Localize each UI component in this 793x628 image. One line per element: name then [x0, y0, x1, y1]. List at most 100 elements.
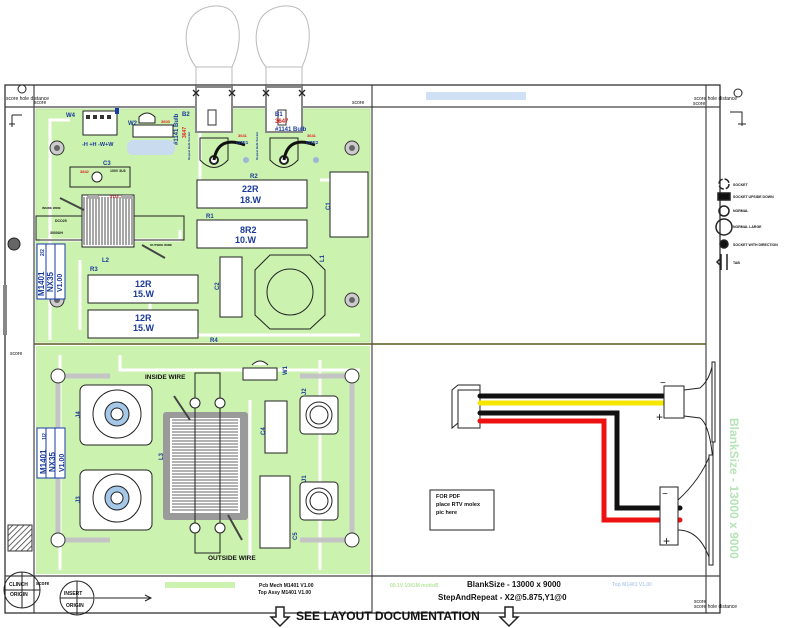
c4-ref: C4 — [261, 427, 267, 435]
r2-ref: R2 — [250, 174, 258, 180]
l2-outside-wire: OUTSIDE WIRE — [150, 243, 172, 247]
capacitor-c1 — [329, 171, 369, 238]
outside-wire-label: OUTSIDE WIRE — [208, 555, 256, 562]
molex-connector — [451, 384, 481, 430]
connector-w2 — [127, 112, 175, 155]
panel-frame — [4, 84, 721, 614]
r4-value: 12R — [135, 313, 152, 323]
id-block-top — [36, 243, 66, 300]
r2-value: 22R — [242, 184, 259, 194]
wire-harness — [477, 393, 683, 523]
c5-ref: C5 — [293, 532, 299, 540]
note-line-2: place RTV molex — [436, 502, 481, 508]
legend-socket: SOCKET — [733, 183, 748, 187]
bulb-b2 — [185, 5, 240, 88]
c1-ref: C1 — [326, 202, 332, 210]
l2-inside-wire: INSIDE WIRE — [42, 206, 61, 210]
down-arrow-right — [498, 606, 520, 628]
mount-hole-1 — [49, 140, 65, 156]
score-hole-tl — [17, 84, 27, 94]
top-label: Top M1401 V1.00 — [612, 582, 652, 588]
connector-w1 — [242, 360, 278, 381]
c2-ref: C2 — [215, 282, 221, 290]
j1-ref: J1 — [302, 475, 308, 482]
label-score-tr: score — [693, 101, 705, 107]
pcb-mech-label: Pcb Mech M1401 V1.00 — [259, 583, 314, 589]
inductor-l1 — [254, 254, 326, 330]
insert-origin — [59, 580, 95, 616]
legend-socket-upside-down: SOCKET UPSIDE DOWN — [733, 195, 774, 199]
resistor-r4 — [87, 309, 199, 339]
resistor-r3 — [87, 274, 199, 304]
edge-clip — [3, 285, 7, 335]
r1-power: 10.W — [235, 235, 257, 245]
c3-ref: C3 — [103, 161, 111, 167]
id-bottom-sheet: 1/2 — [42, 433, 48, 440]
tweeter-top-minus: − — [660, 378, 666, 389]
w4-ref: W4 — [66, 113, 76, 119]
c3-part: 3842 — [80, 169, 90, 174]
id-top-version: V1.00 — [57, 274, 64, 292]
blank-size-watermark: BlankSize - 13000 x 9000 — [727, 418, 741, 559]
clinch-origin-label: ORIGIN — [10, 592, 28, 598]
legend-normal-large: NORMAL LARGE — [733, 225, 762, 229]
b1-desc: #1141 Bulb — [275, 127, 307, 133]
l2-part: 3716 — [110, 194, 120, 199]
b2-part: 3647 — [182, 127, 188, 138]
j3-ref: J3 — [76, 496, 82, 503]
id-bottom-variant: NX35 — [48, 451, 57, 472]
label-score-ml: score — [10, 351, 22, 357]
inductor-l2 — [35, 194, 185, 259]
lite1-part: 3641 — [238, 133, 248, 138]
lite1-ref: LITE1 — [236, 140, 249, 145]
wire-red — [477, 418, 683, 523]
corner-marker-tr — [730, 111, 746, 126]
bottom-mirror-label: 00.1V 1041M mottoB — [390, 583, 439, 589]
j4-ref: J4 — [76, 411, 82, 418]
see-layout-documentation[interactable]: SEE LAYOUT DOCUMENTATION — [296, 609, 480, 623]
insert-origin-label: ORIGIN — [66, 603, 84, 609]
hatch-block — [7, 524, 33, 552]
label-score-tc: score — [352, 100, 364, 106]
r1-ref: R1 — [206, 214, 214, 220]
l2-ref: L2 — [102, 258, 110, 264]
capacitor-c4 — [264, 400, 288, 454]
l2-core: DCO25 — [55, 219, 67, 223]
footer-score: score — [36, 581, 50, 587]
id-top-sheet: 2/2 — [40, 249, 46, 256]
label-score-br: score — [694, 599, 706, 605]
wire-black-2 — [477, 410, 683, 511]
legend-symbols — [715, 178, 733, 270]
label-score-hole-distance-br: score hole distance — [694, 604, 737, 610]
r4-power: 15.W — [133, 323, 155, 333]
lite2-part: 3641 — [307, 133, 317, 138]
tweeter-top — [663, 361, 716, 463]
l3-ref: L3 — [159, 452, 165, 460]
top-assy-label: Top Assy M1401 V1.00 — [258, 590, 311, 596]
jack-j1 — [299, 481, 339, 521]
id-top-model: M1401 — [37, 271, 46, 296]
tooling-hole — [7, 237, 21, 251]
jack-j2 — [299, 395, 339, 435]
clinch-origin — [3, 571, 41, 609]
resistor-r2 — [196, 179, 308, 209]
down-arrow-left — [269, 606, 291, 628]
inside-wire-label: INSIDE WIRE — [145, 374, 186, 381]
legend-tab: TAB — [733, 261, 740, 265]
b1-part: 3647 — [275, 119, 289, 125]
note-line-3: pic here — [436, 510, 457, 516]
bulb-socket-b2 — [195, 86, 249, 168]
l1-ref: L1 — [320, 254, 326, 262]
w2-ref: W2 — [128, 121, 138, 127]
lite2-ref: LITE2 — [306, 140, 319, 145]
r2-power: 18.W — [240, 195, 262, 205]
tweeter-top-plus: + — [656, 410, 663, 424]
r3-ref: R3 — [90, 267, 98, 273]
mount-hole-4 — [344, 292, 360, 308]
tweeter-bottom-minus: − — [662, 489, 668, 500]
legend-socket-direction: SOCKET WITH DIRECTION — [733, 243, 778, 247]
capacitor-c3 — [69, 166, 131, 188]
connector-j3 — [79, 469, 153, 531]
id-top-variant: NX35 — [46, 271, 55, 292]
